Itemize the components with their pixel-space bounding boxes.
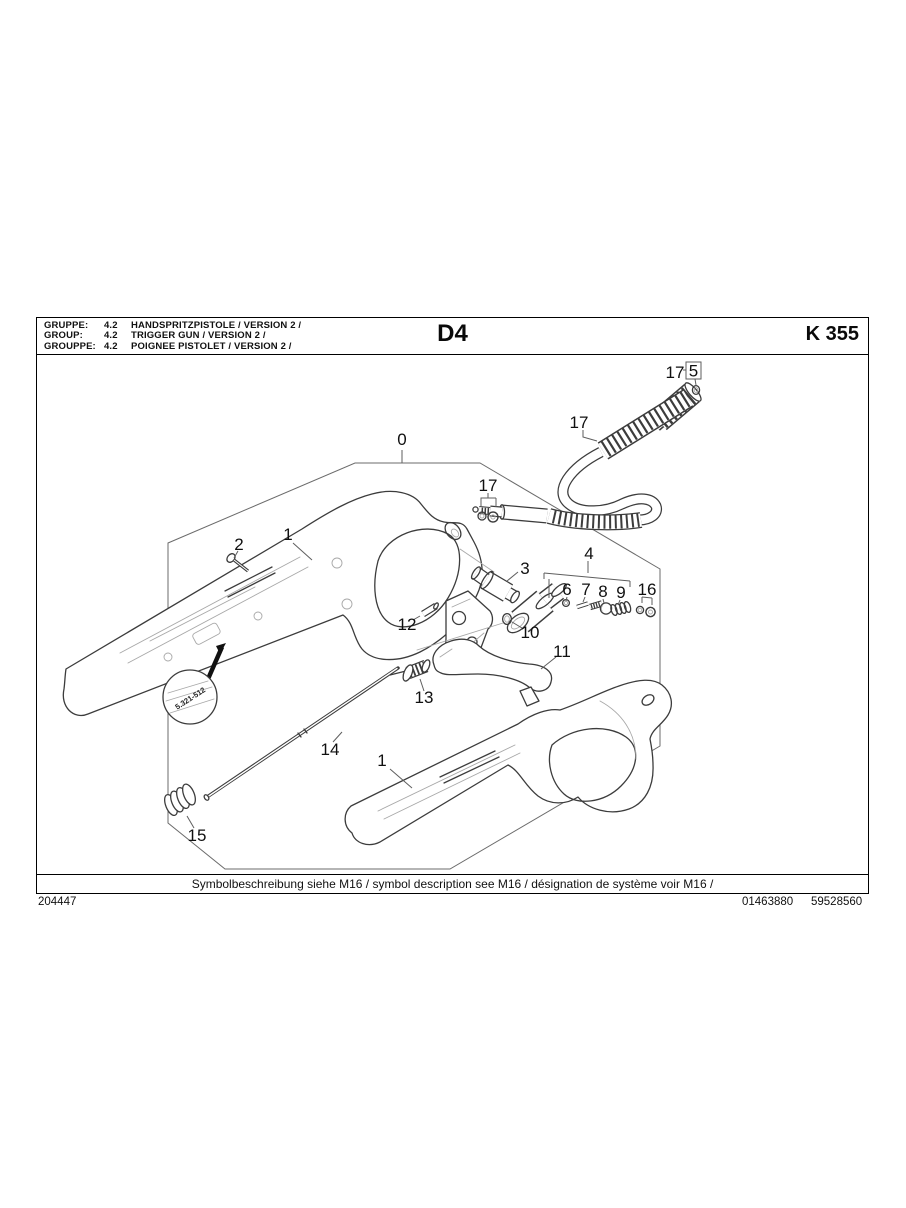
group-name-fr: POIGNEE PISTOLET / VERSION 2 / xyxy=(131,340,292,352)
callout-10: 10 xyxy=(521,623,540,642)
header-bar: GRUPPE: 4.2 HANDSPRITZPISTOLE / VERSION … xyxy=(37,318,868,355)
high-pressure-hose xyxy=(472,382,702,531)
part-number-magnifier: 5.321-512 xyxy=(162,643,226,725)
ref-code-left: 01463880 xyxy=(742,896,794,908)
callout-17-hose: 17 xyxy=(570,413,589,432)
group-code-de: 4.2 xyxy=(104,320,118,331)
coupling-piece xyxy=(459,548,520,604)
group-row-de: GRUPPE: 4.2 HANDSPRITZPISTOLE / VERSION … xyxy=(44,320,302,331)
callout-17-mid: 17 xyxy=(479,476,498,495)
group-label-de: GRUPPE: xyxy=(44,320,89,331)
group-code-fr: 4.2 xyxy=(104,340,118,352)
valve-housing xyxy=(501,582,567,634)
callout-8: 8 xyxy=(598,582,607,601)
trigger-pin xyxy=(421,602,439,617)
upper-shell-half xyxy=(62,490,483,717)
callout-15: 15 xyxy=(188,826,207,845)
callout-0: 0 xyxy=(397,430,406,449)
group-row-fr: GROUPPE: 4.2 POIGNEE PISTOLET / VERSION … xyxy=(44,340,301,352)
callout-16: 16 xyxy=(638,580,657,599)
gland-bushing xyxy=(389,659,431,682)
callout-11: 11 xyxy=(553,642,571,661)
callout-14: 14 xyxy=(321,740,340,759)
callout-4: 4 xyxy=(584,544,593,563)
group-name-de: HANDSPRITZPISTOLE / VERSION 2 / xyxy=(131,320,302,331)
screw-part xyxy=(226,553,249,573)
page-title: D4 xyxy=(437,320,468,347)
group-row-en: GROUP: 4.2 TRIGGER GUN / VERSION 2 / xyxy=(44,330,301,342)
group-name-en: TRIGGER GUN / VERSION 2 / xyxy=(131,330,266,342)
sheet-code: K 355 xyxy=(805,323,859,345)
trigger-lever xyxy=(432,638,553,707)
drawing-frame: GRUPPE: 4.2 HANDSPRITZPISTOLE / VERSION … xyxy=(36,317,869,894)
seal-kit-rings xyxy=(635,605,656,618)
isometric-box xyxy=(167,450,661,870)
lower-shell-half xyxy=(344,679,673,846)
hose-seal-rings xyxy=(477,511,499,523)
group-label-fr: GROUPPE: xyxy=(44,340,96,352)
group-title-block: GRUPPE: 4.2 HANDSPRITZPISTOLE / VERSION … xyxy=(44,320,302,352)
callout-3: 3 xyxy=(520,559,529,578)
callout-5: 5 xyxy=(689,362,698,381)
push-rod xyxy=(203,666,400,801)
coil-spring xyxy=(164,783,196,817)
group-code-en: 4.2 xyxy=(104,330,118,342)
callout-1-bottom: 1 xyxy=(377,751,386,770)
valve-internals xyxy=(561,598,632,617)
callout-17-top: 17 xyxy=(666,363,685,382)
callout-1-top: 1 xyxy=(283,525,292,544)
leader-lines xyxy=(186,361,702,829)
doc-number: 204447 xyxy=(38,896,77,908)
callout-13: 13 xyxy=(415,688,434,707)
callout-9: 9 xyxy=(616,583,625,602)
callout-2: 2 xyxy=(234,535,243,554)
group-label-en: GROUP: xyxy=(44,330,83,342)
callout-7: 7 xyxy=(581,580,590,599)
symbol-note: Symbolbeschreibung siehe M16 / symbol de… xyxy=(37,874,868,893)
callout-6: 6 xyxy=(562,580,571,599)
callout-labels: 0 17 5 17 17 1 2 3 4 6 7 8 9 16 12 10 11… xyxy=(188,362,699,846)
exploded-view-drawing: 5.321-512 xyxy=(62,361,702,870)
callout-12: 12 xyxy=(398,615,417,634)
ref-code-right: 59528560 xyxy=(811,896,863,908)
